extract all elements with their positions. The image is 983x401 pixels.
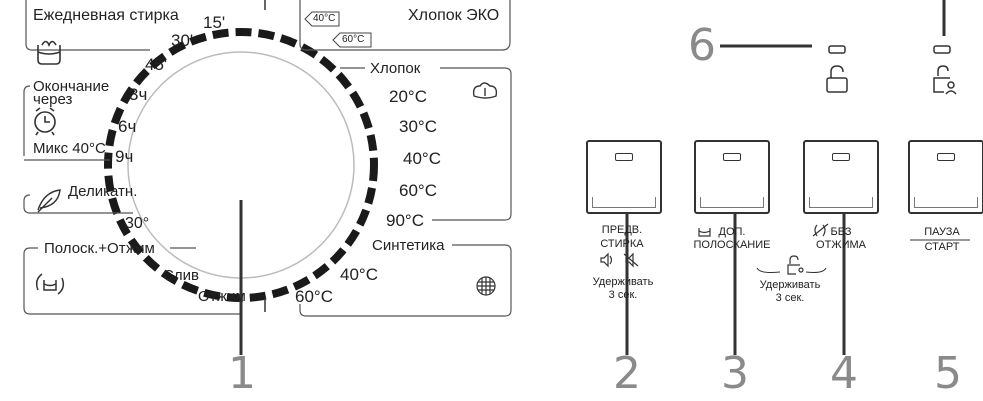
daily-wash-frame bbox=[25, 0, 150, 51]
mix-label: Микс 40°C bbox=[33, 140, 106, 157]
feather-icon bbox=[37, 189, 61, 213]
no-spin-caption-line2: ОТЖИМА bbox=[816, 239, 866, 251]
time-45-label: 45' bbox=[145, 55, 168, 74]
synthetics-label: Синтетика bbox=[372, 237, 445, 254]
cotton-temp-20: 20°C bbox=[389, 87, 427, 106]
delay-9h-label: 9ч bbox=[115, 147, 134, 166]
lock-hold-caption-line1: Удерживать bbox=[759, 279, 821, 291]
callout-5: 5 bbox=[934, 348, 962, 399]
callout-3: 3 bbox=[721, 348, 749, 399]
prewash-caption-line2: СТИРКА bbox=[600, 238, 644, 250]
cotton-temp-30: 30°C bbox=[399, 117, 437, 136]
prewash-button[interactable] bbox=[586, 140, 662, 214]
end-label-line1: Окончание bbox=[33, 78, 110, 95]
rinse-spin-frame bbox=[23, 247, 240, 315]
delicate-frame bbox=[23, 194, 133, 214]
no-spin-button[interactable] bbox=[803, 140, 879, 214]
no-spin-icon bbox=[812, 223, 829, 237]
callout-4: 4 bbox=[830, 348, 858, 399]
eco-60-label: 60°C bbox=[342, 34, 365, 45]
cotton-flower-icon bbox=[472, 82, 498, 99]
cotton-frame bbox=[432, 67, 512, 221]
child-lock-icon bbox=[933, 65, 957, 95]
end-label-line2: через bbox=[33, 91, 73, 108]
extra-rinse-led bbox=[723, 153, 741, 161]
prewash-caption-line1: ПРЕДВ. bbox=[601, 224, 643, 236]
callout-1: 1 bbox=[228, 348, 256, 399]
cotton-eco-frame bbox=[299, 0, 511, 51]
eco-40-tag bbox=[304, 11, 340, 27]
synth-60-label: 60°C bbox=[295, 287, 333, 306]
child-lock-small-icon bbox=[787, 255, 804, 275]
time-15-label: 15' bbox=[203, 13, 226, 32]
spin-label: Отжим bbox=[198, 288, 246, 305]
delay-frame bbox=[23, 85, 31, 156]
pause-start-button[interactable] bbox=[908, 140, 983, 214]
eco-40-label: 40°C bbox=[313, 13, 336, 24]
sound-hold-caption-line1: Удерживать bbox=[592, 276, 654, 288]
delicate-label: Деликатн. bbox=[68, 183, 138, 200]
rinse-spin-label: Полоск.+Отжим bbox=[44, 240, 155, 257]
sound-icon bbox=[600, 252, 613, 268]
prewash-led bbox=[615, 153, 633, 161]
sound-hold-caption-line2: 3 сек. bbox=[608, 289, 638, 301]
callout-6: 6 bbox=[688, 20, 716, 71]
extra-rinse-caption-line2: ПОЛОСКАНИЕ bbox=[693, 239, 771, 251]
daily-wash-label: Ежедневная стирка bbox=[33, 7, 179, 24]
basin-icon bbox=[37, 40, 61, 65]
cotton-temp-40: 40°C bbox=[403, 149, 441, 168]
drain-label: Слив bbox=[163, 267, 199, 284]
cotton-temp-90: 90°C bbox=[386, 211, 424, 230]
delay-3h-label: 3ч bbox=[129, 85, 148, 104]
mute-icon bbox=[623, 252, 639, 268]
synthetic-mesh-icon bbox=[476, 276, 496, 296]
alarm-clock-icon bbox=[34, 107, 56, 136]
extra-rinse-button[interactable] bbox=[694, 140, 770, 214]
start-caption: СТАРТ bbox=[924, 241, 960, 253]
cotton-eco-label: Хлопок ЭКО bbox=[408, 7, 500, 24]
no-spin-led bbox=[832, 153, 850, 161]
rinse-cycle-icon bbox=[35, 273, 65, 295]
synthetics-frame bbox=[299, 244, 512, 317]
delay-6h-label: 6ч bbox=[118, 117, 137, 136]
lock-hold-caption-line2: 3 сек. bbox=[775, 292, 805, 304]
pause-start-led bbox=[937, 153, 955, 161]
callout-2: 2 bbox=[613, 348, 641, 399]
eco-60-tag bbox=[332, 32, 372, 48]
extra-rinse-caption-line1: ДОП. bbox=[718, 226, 746, 238]
no-spin-caption-line1: БЕЗ bbox=[830, 226, 852, 238]
cotton-label: Хлопок bbox=[370, 60, 421, 77]
lock-icon bbox=[826, 65, 848, 93]
cotton-temp-60: 60°C bbox=[399, 181, 437, 200]
delicate-30-label: 30° bbox=[125, 215, 150, 232]
extra-rinse-icon bbox=[698, 228, 711, 237]
pause-caption: ПАУЗА bbox=[924, 226, 960, 238]
synth-40-label: 40°C bbox=[340, 265, 378, 284]
time-30-label: 30' bbox=[171, 31, 194, 50]
